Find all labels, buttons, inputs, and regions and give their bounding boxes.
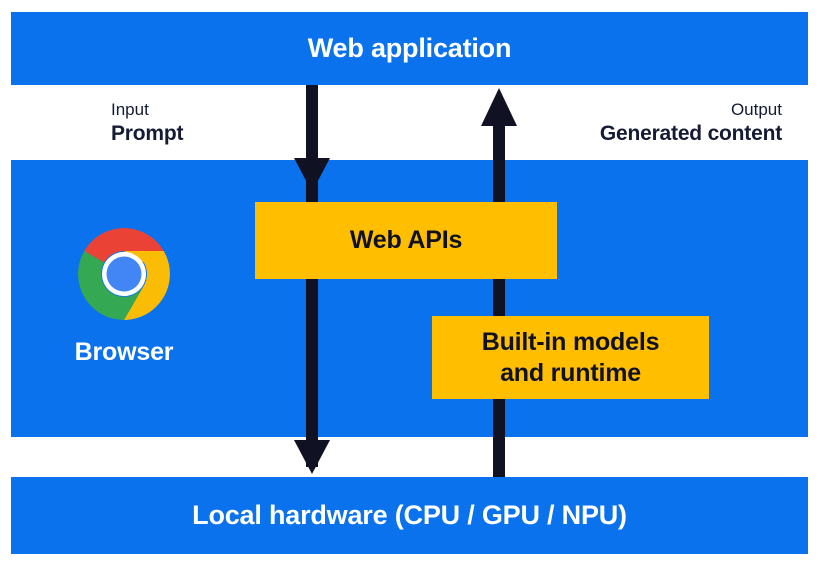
web-application-label: Web application [307, 33, 512, 63]
input-flow-label: Input Prompt [111, 99, 184, 148]
input-value-label: Prompt [111, 121, 184, 145]
output-kind-label: Output [730, 100, 782, 119]
web-apis-label: Web APIs [349, 226, 463, 254]
input-kind-label: Input [111, 100, 149, 119]
local-hardware-band: Local hardware (CPU / GPU / NPU) [11, 477, 808, 554]
chrome-logo-icon [78, 228, 170, 320]
web-application-band: Web application [11, 12, 808, 85]
built-in-models-label-line2: and runtime [500, 358, 641, 387]
output-value-label: Generated content [599, 121, 782, 145]
built-in-models-label: Built-in models and runtime [482, 327, 660, 389]
browser-label: Browser [74, 338, 174, 366]
local-hardware-label: Local hardware (CPU / GPU / NPU) [192, 500, 627, 530]
built-in-models-label-line1: Built-in models [481, 327, 660, 356]
output-flow-label: Output Generated content [600, 99, 782, 148]
web-apis-box: Web APIs [255, 202, 557, 279]
built-in-models-box: Built-in models and runtime [432, 316, 709, 399]
